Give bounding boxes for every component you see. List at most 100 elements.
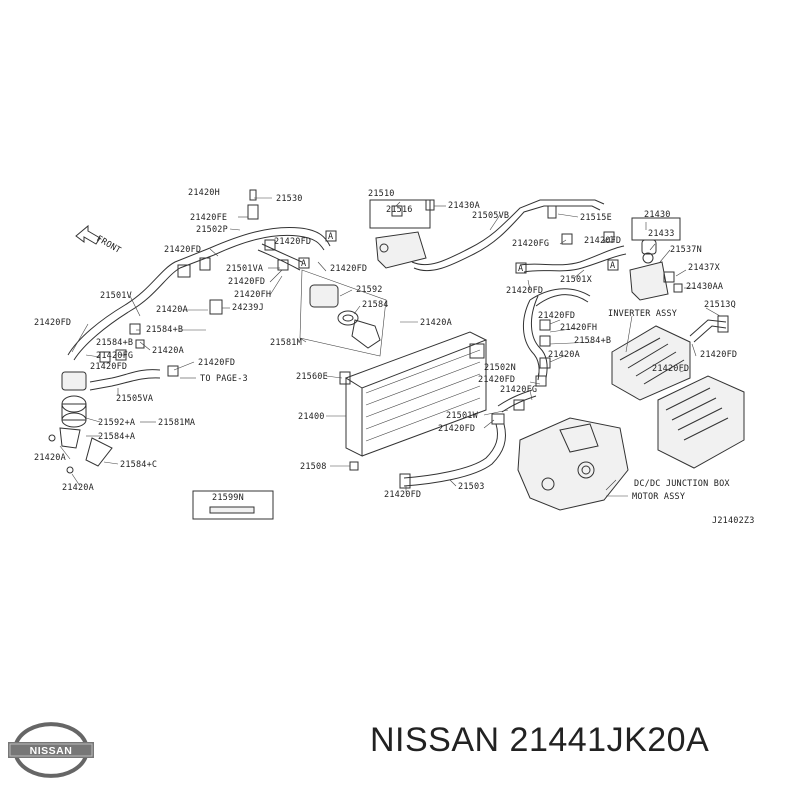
label-21420fd-n: 21420FD [438, 424, 475, 434]
nissan-logo: NISSAN [8, 722, 94, 778]
upper-hose-21501v [67, 226, 331, 361]
label-21420fd-j: 21420FD [538, 311, 575, 321]
part-box-21599n [192, 490, 274, 520]
label-21420a-f: 21420A [548, 350, 580, 360]
label-21592: 21592 [356, 285, 383, 295]
reservoir-21430 [629, 217, 683, 301]
hose-inverter-feed [523, 288, 591, 381]
label-21502n: 21502N [484, 363, 516, 373]
label-21433: 21433 [648, 229, 675, 239]
leader-lines [59, 197, 721, 497]
label-21584b-c: 21584+B [574, 336, 611, 346]
label-21515e: 21515E [580, 213, 612, 223]
electric-water-pump-21592 [299, 269, 387, 357]
label-21581m: 21581M [270, 338, 302, 348]
label-21437x: 21437X [688, 263, 721, 273]
label-inverter-assy: INVERTER ASSY [608, 309, 677, 319]
label-21420fd-i: 21420FD [506, 286, 543, 296]
label-21581ma: 21581MA [158, 418, 195, 428]
label-21400: 21400 [298, 412, 325, 422]
part-number-title: NISSAN 21441JK20A [370, 721, 710, 759]
ref-box-a3 [515, 262, 527, 274]
label-21501v: 21501V [100, 291, 132, 301]
ref-box-a1 [298, 257, 310, 269]
label-21420fd-e: 21420FD [34, 318, 71, 328]
ref-label-a2: A [328, 232, 333, 242]
bolt-21430a [425, 199, 435, 211]
ref-label-a3: A [518, 264, 523, 274]
hose-21513q [689, 315, 729, 343]
label-21530: 21530 [276, 194, 303, 204]
label-21430a: 21430A [448, 201, 480, 211]
label-21584b-b: 21584+B [96, 338, 133, 348]
label-21584b-a: 21584+B [146, 325, 183, 335]
ref-label-a4: A [610, 261, 615, 271]
label-21420fd-b: 21420FD [164, 245, 201, 255]
reservoir-tank-21510 [369, 199, 431, 269]
label-21420a-d: 21420A [34, 453, 66, 463]
drawing-code: J21402Z3 [712, 516, 755, 526]
radiator-21400 [339, 331, 488, 457]
hose-21501va [257, 239, 303, 271]
clamp-21420fe [247, 189, 259, 220]
label-21502p: 21502P [196, 225, 228, 235]
pump-assembly-21581ma [48, 371, 113, 474]
label-21430: 21430 [644, 210, 671, 220]
bracket-24239j [209, 299, 223, 315]
label-21584: 21584 [362, 300, 389, 310]
front-arrow-icon [75, 224, 101, 245]
label-21584a: 21584+A [98, 432, 135, 442]
label-21420fd-g: 21420FD [90, 362, 127, 372]
label-21420a-c: 21420A [152, 346, 184, 356]
label-21420a-e: 21420A [62, 483, 94, 493]
label-dcdc-junction-box: DC/DC JUNCTION BOX [634, 479, 730, 489]
label-21420fd-m: 21420FD [478, 375, 515, 385]
label-21537n: 21537N [670, 245, 702, 255]
label-21501x: 21501X [560, 275, 593, 285]
label-21420a-b: 21420A [420, 318, 452, 328]
label-21420fd-d: 21420FD [228, 277, 265, 287]
label-21584c: 21584+C [120, 460, 157, 470]
hose-21505va [89, 323, 179, 391]
clamp-21420fd-left [177, 257, 211, 278]
ref-label-a1: A [301, 259, 306, 269]
label-21420fg-c: 21420FG [500, 385, 537, 395]
label-21420fd-f: 21420FD [198, 358, 235, 368]
label-21420fd-o: 21420FD [384, 490, 421, 500]
label-21430aa: 21430AA [686, 282, 723, 292]
label-21516: 21516 [386, 205, 413, 215]
label-21501w: 21501W [446, 411, 479, 421]
label-21505vb: 21505VB [472, 211, 509, 221]
motor-assy [517, 417, 629, 511]
hose-21501x [519, 231, 627, 273]
label-21420fh-a: 21420FH [234, 290, 271, 300]
label-21599n: 21599N [212, 493, 244, 503]
drain-21508 [349, 461, 359, 471]
label-21420fe: 21420FE [190, 213, 227, 223]
label-21420fd-h: 21420FD [584, 236, 621, 246]
label-21501va: 21501VA [226, 264, 263, 274]
label-21420fh-b: 21420FH [560, 323, 597, 333]
lower-hose-21503 [399, 413, 506, 489]
label-21420fd-c: 21420FD [330, 264, 367, 274]
label-to-page-3: TO PAGE-3 [200, 374, 248, 384]
label-21420fd-a: 21420FD [274, 237, 311, 247]
logo-text: NISSAN [30, 745, 73, 757]
label-21513q: 21513Q [704, 300, 736, 310]
label-21420fd-l: 21420FD [652, 364, 689, 374]
label-21420a-a: 21420A [156, 305, 188, 315]
cooling-system-diagram: FRONT [34, 188, 755, 526]
inverter-assy [611, 325, 691, 401]
label-21503: 21503 [458, 482, 485, 492]
hose-21505vb [411, 199, 605, 272]
dcdc-junction-box [657, 375, 745, 469]
label-partial-top: 21420H [188, 188, 220, 198]
hose-21501w [497, 375, 547, 413]
label-21508: 21508 [300, 462, 327, 472]
label-21510: 21510 [368, 189, 395, 199]
label-21505va: 21505VA [116, 394, 153, 404]
label-24239j: 24239J [232, 303, 264, 313]
ref-box-a2 [325, 230, 337, 242]
ref-box-a4 [607, 259, 619, 271]
